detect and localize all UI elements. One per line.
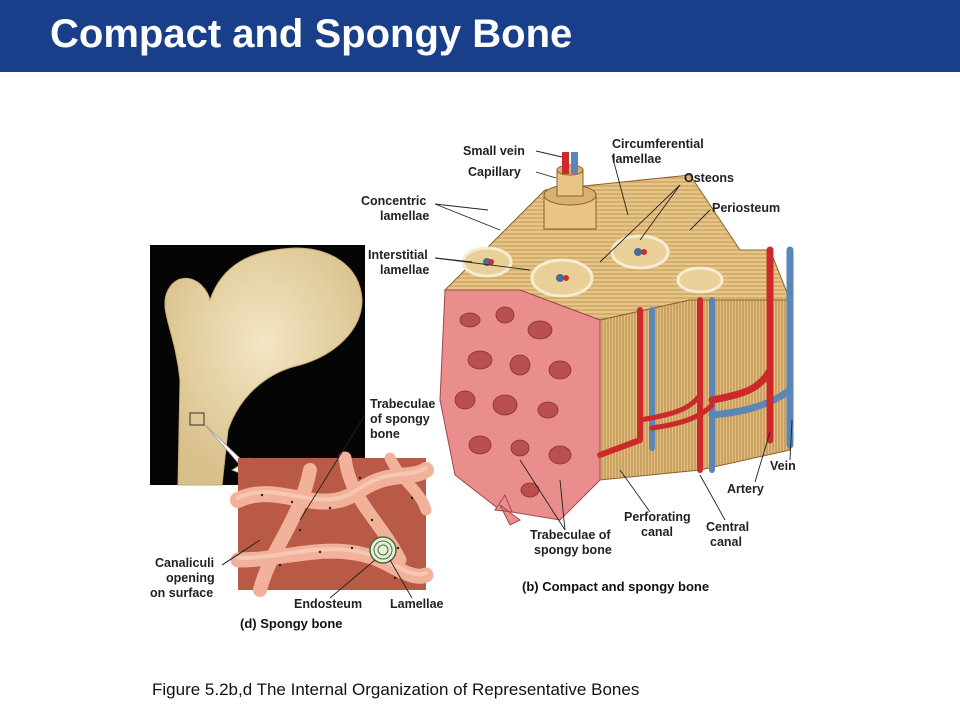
- label-circumferential: Circumferential: [612, 137, 704, 151]
- leader-lines: [221, 150, 793, 599]
- panel-b-labels: Small vein Capillary Circumferential lam…: [361, 137, 796, 594]
- compact-bone-block: [443, 152, 791, 481]
- sample-box: [189, 412, 205, 426]
- slide-title: Compact and Spongy Bone: [50, 12, 573, 56]
- label-osteons: Osteons: [684, 171, 734, 185]
- label-perforating-canal: Perforating: [624, 510, 691, 524]
- label-trabeculae-b: Trabeculae of: [530, 528, 611, 542]
- label-concentric-2: lamellae: [380, 209, 429, 223]
- spongy-bone-closeup: [230, 451, 434, 597]
- label-periosteum: Periosteum: [712, 201, 780, 215]
- panel-d-caption: (d) Spongy bone: [240, 616, 343, 631]
- label-canaliculi: Canaliculi: [155, 556, 214, 570]
- panel-d-labels: Trabeculae of spongy bone Canaliculi ope…: [150, 397, 444, 631]
- title-bar: [0, 0, 960, 72]
- label-lamellae: Lamellae: [390, 597, 444, 611]
- label-canaliculi-3: on surface: [150, 586, 213, 600]
- blood-vessels: [597, 246, 794, 473]
- osteon-tube: [543, 152, 597, 230]
- label-perforating-canal-2: canal: [641, 525, 673, 539]
- femur-photo: [150, 245, 365, 486]
- label-interstitial: Interstitial: [368, 248, 428, 262]
- label-canaliculi-2: opening: [166, 571, 215, 585]
- label-small-vein: Small vein: [463, 144, 525, 158]
- label-artery: Artery: [727, 482, 764, 496]
- label-trabeculae-d: Trabeculae: [370, 397, 435, 411]
- label-concentric: Concentric: [361, 194, 426, 208]
- label-central-canal-2: canal: [710, 535, 742, 549]
- label-endosteum: Endosteum: [294, 597, 362, 611]
- label-trabeculae-d-3: bone: [370, 427, 400, 441]
- label-trabeculae-d-2: of spongy: [370, 412, 430, 426]
- label-interstitial-2: lamellae: [380, 263, 429, 277]
- lamellae-detail: [369, 536, 397, 564]
- label-central-canal: Central: [706, 520, 749, 534]
- panel-b-caption: (b) Compact and spongy bone: [522, 579, 709, 594]
- label-vein: Vein: [770, 459, 796, 473]
- label-circumferential-2: lamellae: [612, 152, 661, 166]
- figure-caption: Figure 5.2b,d The Internal Organization …: [152, 680, 640, 699]
- label-capillary: Capillary: [468, 165, 521, 179]
- spongy-bone-block: [439, 289, 601, 526]
- label-trabeculae-b-2: spongy bone: [534, 543, 612, 557]
